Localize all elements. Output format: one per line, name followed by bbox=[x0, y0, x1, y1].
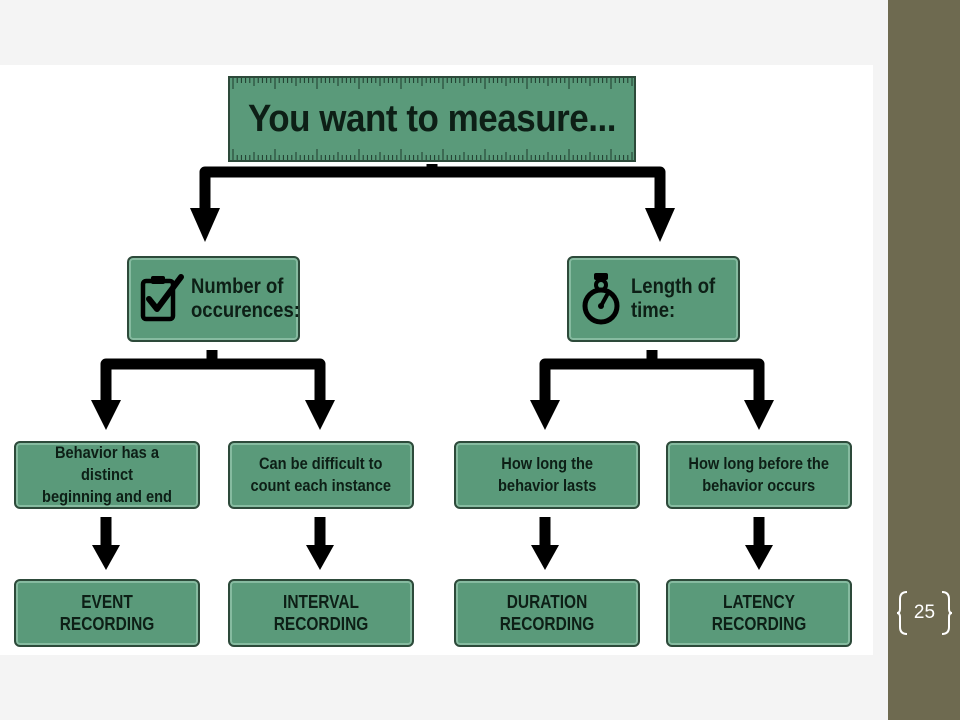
description-text: How long before the behavior occurs bbox=[688, 454, 830, 495]
page-number-bracket bbox=[897, 591, 952, 635]
arrowhead-event-desc bbox=[91, 400, 121, 430]
recording-text: LATENCY RECORDING bbox=[711, 592, 807, 634]
ruler-ticks bbox=[232, 78, 633, 160]
arrowhead-interval-desc bbox=[305, 400, 335, 430]
connector-number-to-event bbox=[100, 350, 218, 404]
connector-title-to-length bbox=[432, 166, 666, 212]
title-box: You want to measure... bbox=[228, 76, 636, 162]
connector-title-to-number bbox=[199, 164, 438, 212]
arrowhead-latency-rec bbox=[745, 545, 773, 570]
category-number-of-occurrences: Number of occurences: bbox=[127, 256, 300, 342]
arrowhead-number bbox=[190, 208, 220, 242]
description-interval: Can be difficult to count each instance bbox=[228, 441, 414, 509]
arrowhead-latency-desc bbox=[744, 400, 774, 430]
recording-interval: INTERVAL RECORDING bbox=[228, 579, 414, 647]
recording-text: DURATION RECORDING bbox=[499, 592, 595, 634]
connector-number-to-interval bbox=[212, 358, 326, 404]
recording-text: EVENT RECORDING bbox=[59, 592, 155, 634]
diagram-connectors bbox=[91, 164, 774, 570]
arrowhead-event-rec bbox=[92, 545, 120, 570]
diagram-title: You want to measure... bbox=[247, 97, 617, 140]
description-event: Behavior has a distinct beginning and en… bbox=[14, 441, 200, 509]
category-label: Number of occurences: bbox=[191, 275, 300, 322]
recording-latency: LATENCY RECORDING bbox=[666, 579, 852, 647]
recording-duration: DURATION RECORDING bbox=[454, 579, 640, 647]
recording-event: EVENT RECORDING bbox=[14, 579, 200, 647]
category-label: Length of time: bbox=[631, 275, 716, 322]
arrowhead-length bbox=[645, 208, 675, 242]
description-text: How long the behavior lasts bbox=[497, 454, 597, 495]
category-length-of-time: Length of time: bbox=[567, 256, 740, 342]
connector-length-to-latency bbox=[652, 358, 765, 404]
page-number: 25 bbox=[913, 602, 936, 623]
connector-length-to-duration bbox=[539, 350, 658, 404]
description-latency: How long before the behavior occurs bbox=[666, 441, 852, 509]
description-text: Can be difficult to count each instance bbox=[250, 454, 392, 495]
clipboard-check-icon bbox=[140, 274, 184, 322]
stopwatch-icon bbox=[582, 273, 620, 325]
recording-text: INTERVAL RECORDING bbox=[273, 592, 369, 634]
description-text: Behavior has a distinct beginning and en… bbox=[42, 443, 172, 506]
arrowhead-duration-desc bbox=[530, 400, 560, 430]
arrowhead-interval-rec bbox=[306, 545, 334, 570]
arrowhead-duration-rec bbox=[531, 545, 559, 570]
description-duration: How long the behavior lasts bbox=[454, 441, 640, 509]
